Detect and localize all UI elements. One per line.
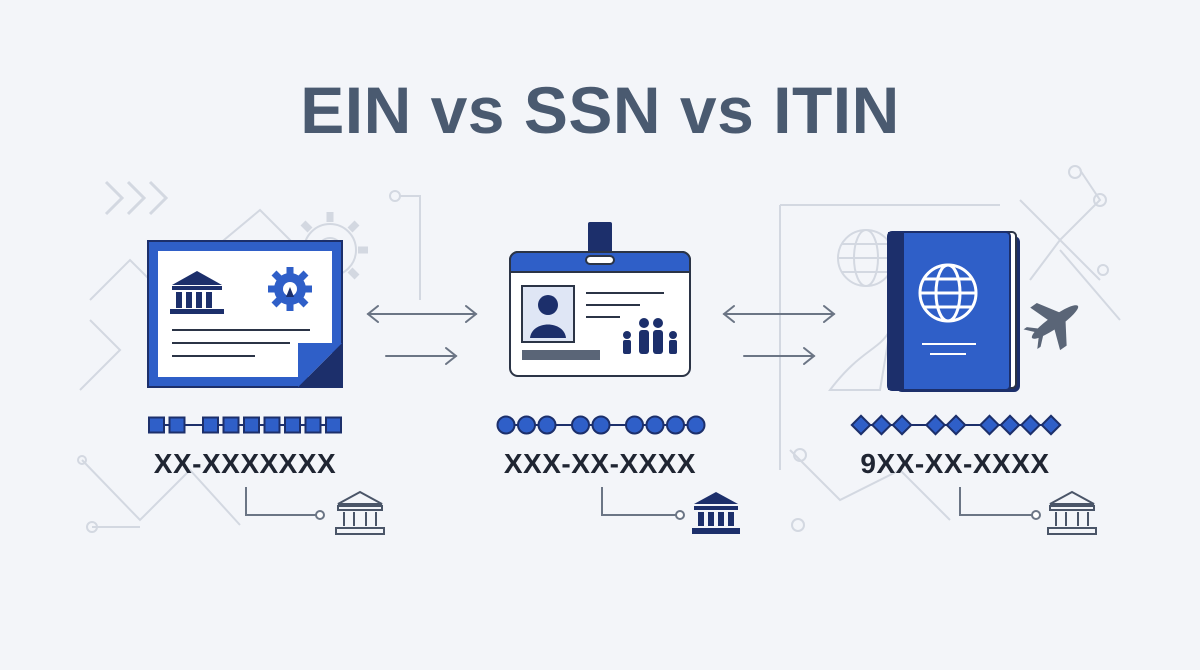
globe-icon (918, 263, 978, 323)
family-icon (623, 318, 677, 354)
ssn-digit-marker (517, 415, 536, 435)
ssn-digit-marker (496, 415, 516, 435)
itin-digit-marker (891, 414, 913, 436)
itin-format-label: 9XX-XX-XXXX (860, 448, 1050, 479)
itin-digit-marker (945, 414, 967, 436)
gear-icon (268, 267, 312, 311)
footer-connectors (245, 487, 1041, 520)
ssn-digit-marker (591, 415, 611, 435)
ssn-digit-marker (537, 415, 557, 435)
ssn-badge-illustration (509, 222, 691, 377)
itin-digit-marker (978, 414, 1001, 436)
itin-digit-marker (924, 414, 947, 436)
ein-format-label: XX-XXXXXXX (153, 448, 337, 479)
ssn-format-label: XXX-XX-XXXX (503, 448, 697, 479)
connector-arrows (366, 305, 836, 365)
arrow-right-icon (385, 347, 458, 365)
ein-digit-marker (148, 416, 165, 434)
ssn-digit-marker (625, 415, 644, 435)
ein-digit-marker (202, 416, 219, 434)
digit-chains (148, 414, 1062, 436)
itin-digit-marker (999, 414, 1021, 436)
ein-digit-marker (243, 416, 260, 434)
person-photo-icon (521, 285, 575, 343)
itin-digit-marker (850, 414, 872, 436)
arrow-right-icon (743, 347, 816, 365)
page-title: EIN vs SSN vs ITIN (300, 73, 900, 147)
ssn-digit-marker (645, 415, 665, 435)
double-arrow-icon (366, 305, 478, 323)
ssn-digit-marker (571, 415, 590, 435)
itin-digit-marker (1040, 414, 1062, 436)
ein-certificate-illustration (147, 240, 343, 388)
bank-icon (335, 490, 385, 535)
ein-digit-marker (263, 416, 281, 434)
ein-digit-marker (168, 416, 186, 434)
bank-icon (692, 492, 740, 534)
airplane-icon (1023, 302, 1079, 351)
ssn-digit-marker (666, 415, 685, 435)
itin-digit-marker (870, 414, 893, 436)
ssn-digit-marker (686, 415, 706, 435)
ein-digit-marker (304, 416, 322, 434)
ein-digit-marker (222, 416, 240, 434)
ein-digit-marker (284, 416, 301, 434)
itin-passport-illustration (887, 231, 1079, 392)
double-arrow-icon (722, 305, 836, 323)
bank-icon (1047, 490, 1097, 535)
bank-icon (170, 271, 224, 314)
ein-digit-marker (325, 416, 342, 434)
itin-digit-marker (1019, 414, 1042, 436)
